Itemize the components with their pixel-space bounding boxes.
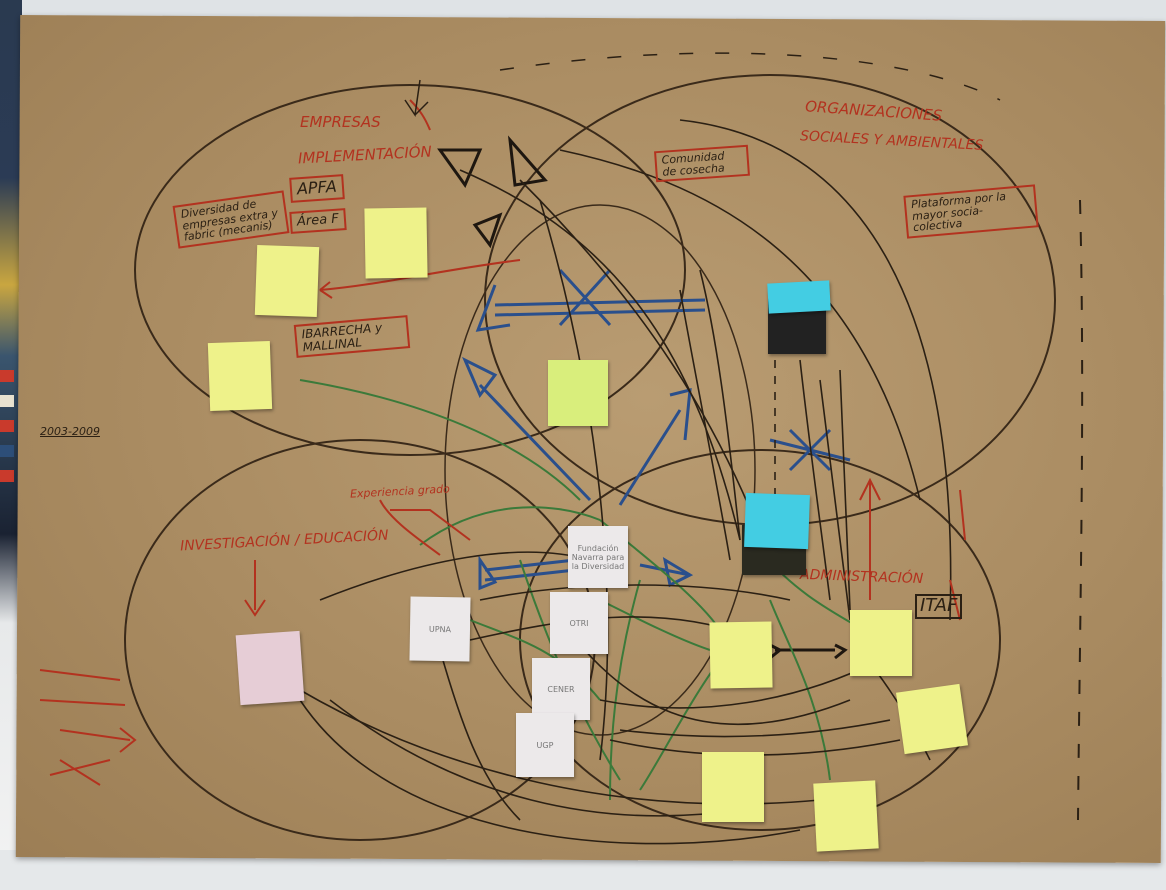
sticky-note — [548, 360, 608, 426]
sticky-note-otri: OTRI — [550, 592, 608, 654]
poster-stripe — [0, 470, 14, 482]
sticky-note — [813, 780, 879, 852]
sticky-note — [207, 340, 273, 412]
circle-empresas — [134, 84, 686, 456]
sticky-note — [709, 621, 773, 689]
sticky-note — [364, 207, 428, 279]
heading-empresas: EMPRESAS — [300, 113, 381, 131]
sticky-note-upna: UPNA — [409, 596, 471, 662]
label-itaf: ITAF — [915, 594, 963, 619]
sticky-note — [850, 610, 912, 676]
box-area: Área F — [289, 208, 347, 234]
sticky-note — [895, 683, 969, 755]
poster-stripe — [0, 370, 14, 382]
box-apfa: APFA — [289, 174, 345, 203]
poster-stripe — [0, 395, 14, 407]
sticky-note — [254, 244, 320, 318]
poster-stripe — [0, 445, 14, 457]
sticky-note-cyan — [767, 280, 831, 314]
circle-inner — [444, 204, 756, 736]
sticky-note-ugp: UGP — [516, 713, 574, 777]
poster-stripe — [0, 420, 14, 432]
sticky-note — [702, 752, 764, 822]
sticky-note-cyan — [744, 492, 810, 550]
note-date: 2003-2009 — [40, 425, 100, 438]
box-comunidad: Comunidad de cosecha — [654, 144, 750, 183]
sticky-note-center: Fundación Navarra para la Diversidad — [568, 526, 628, 588]
sticky-note-cener: CENER — [532, 658, 590, 720]
sticky-note-pink — [235, 630, 305, 706]
